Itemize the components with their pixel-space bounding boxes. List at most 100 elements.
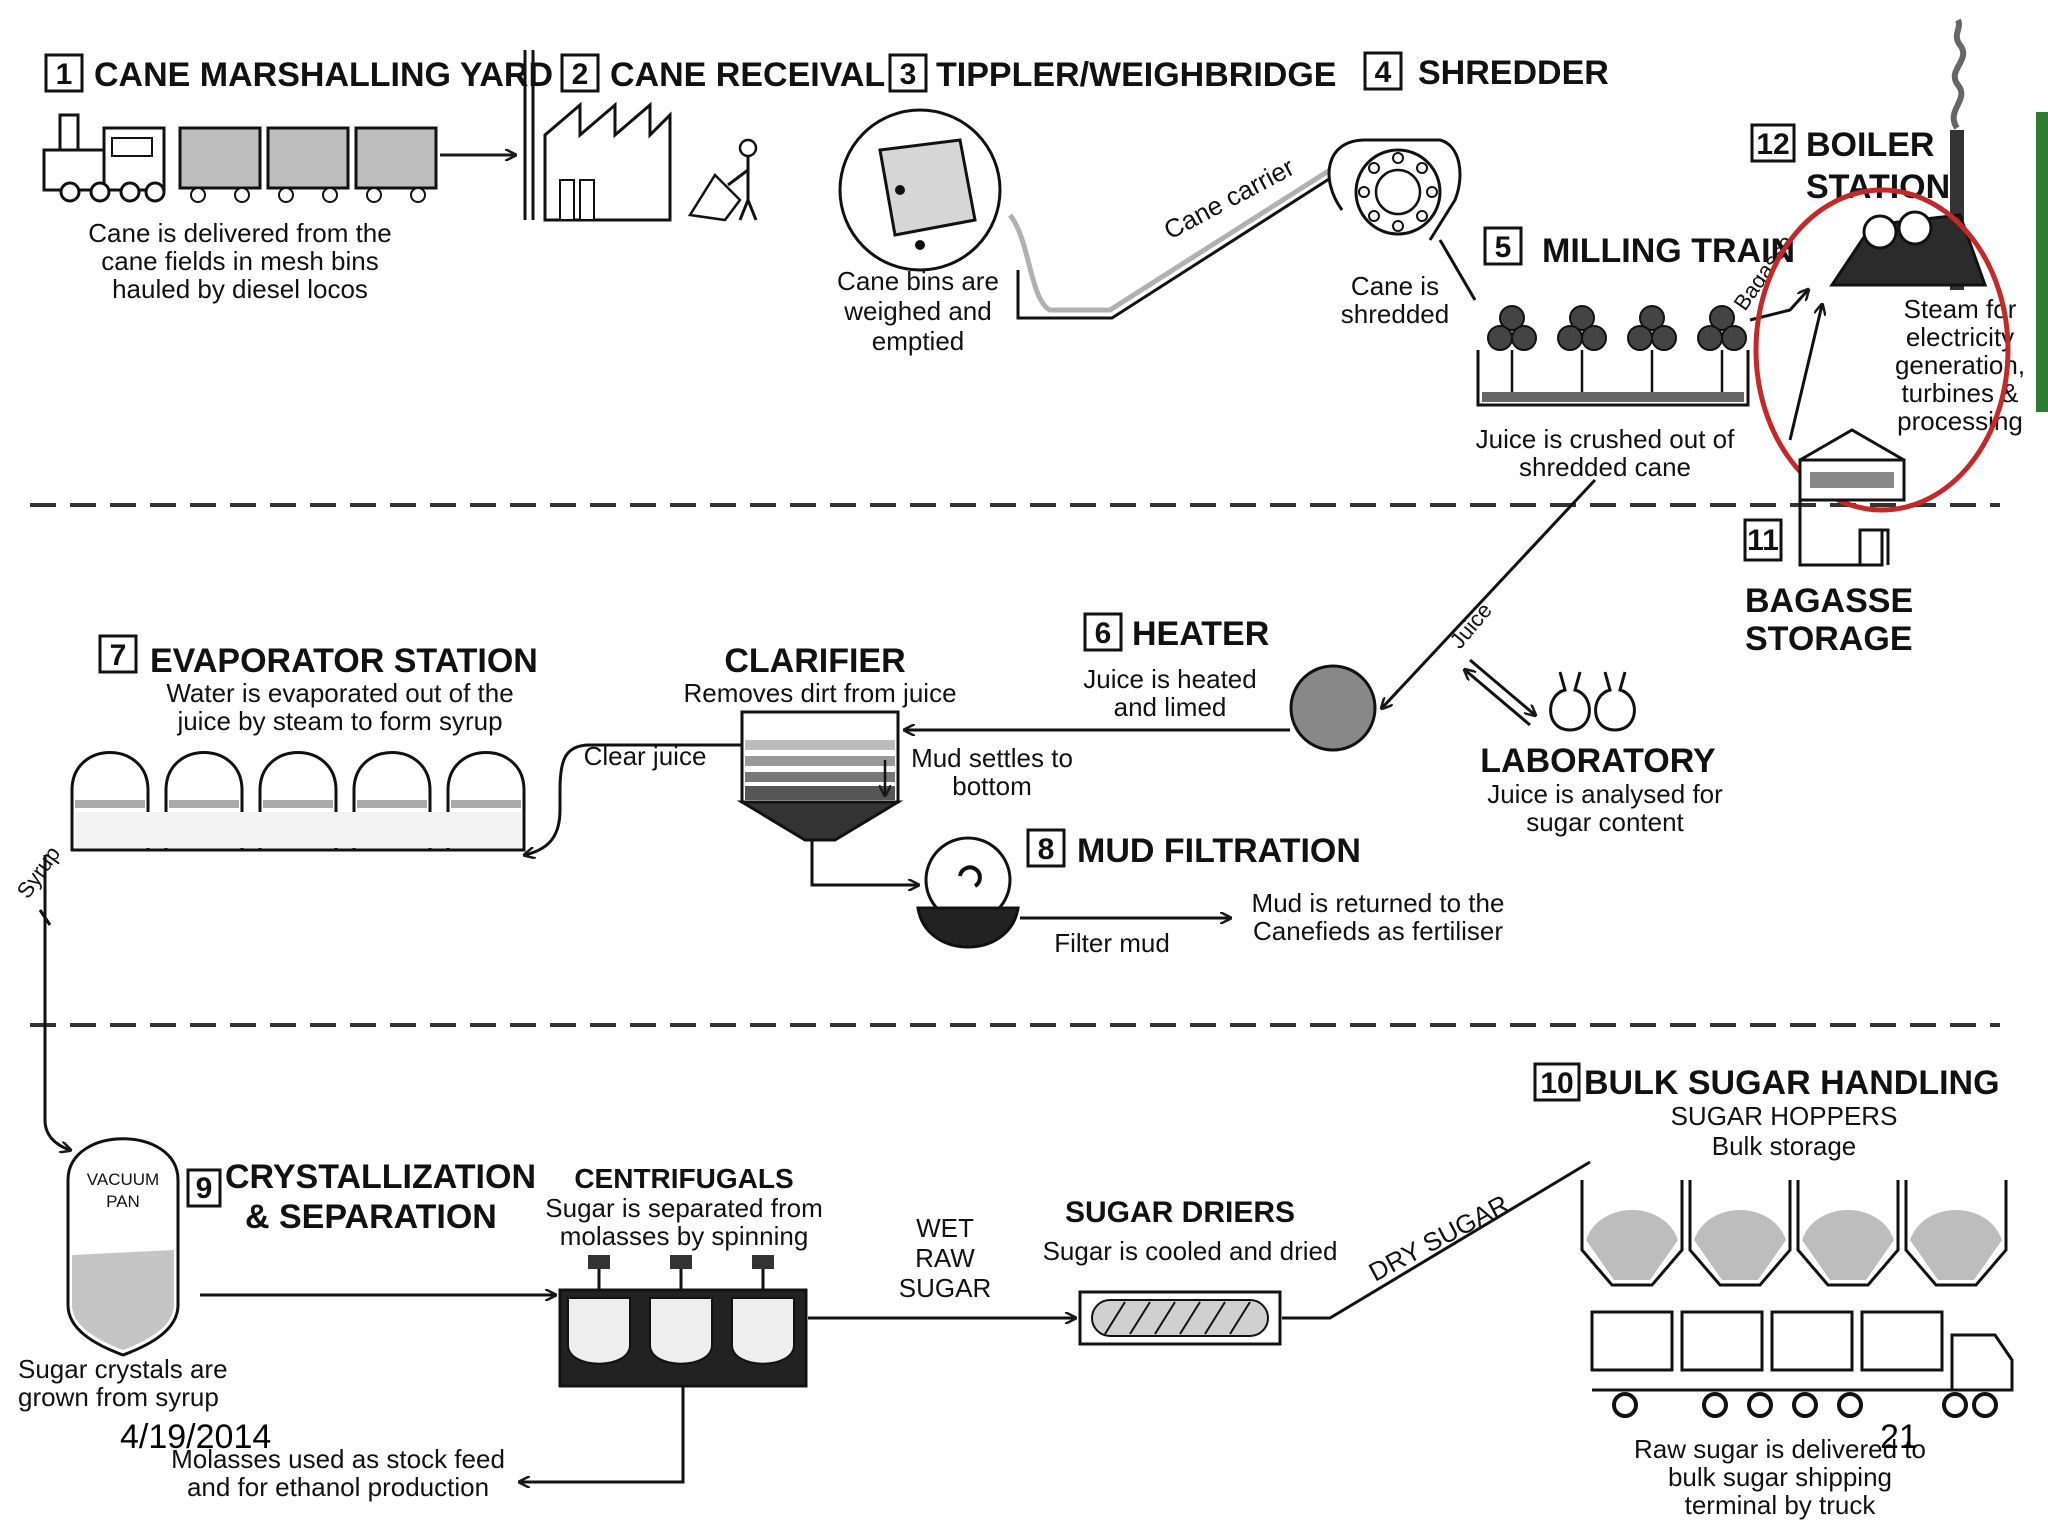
step-desc-line: Sugar crystals are bbox=[18, 1354, 228, 1384]
step-desc-line: juice by steam to form syrup bbox=[176, 706, 502, 736]
factory-icon bbox=[543, 101, 672, 222]
sugar-hoppers-icon bbox=[1580, 1180, 2008, 1287]
centrifugal-drums-icon bbox=[558, 1255, 808, 1388]
step-title: TIPPLER/WEIGHBRIDGE bbox=[936, 56, 1336, 94]
step-desc-line: emptied bbox=[872, 326, 965, 356]
vacuum-pan-icon: VACUUM PAN bbox=[66, 1137, 180, 1357]
step-number: 3 bbox=[900, 58, 917, 91]
laboratory: LABORATORY Juice is analysed for sugar c… bbox=[1480, 671, 1723, 837]
step-title: BULK SUGAR HANDLING bbox=[1584, 1064, 2000, 1102]
step-desc-line: Steam for bbox=[1904, 294, 2017, 324]
centrifugals-title: CENTRIFUGALS bbox=[574, 1163, 793, 1194]
step-number: 7 bbox=[110, 639, 127, 672]
step-title: BOILER bbox=[1806, 126, 1934, 164]
step-3-tippler-weighbridge: 3 TIPPLER/WEIGHBRIDGE Cane bins are weig… bbox=[837, 53, 1336, 356]
juice-tray-icon bbox=[1476, 350, 1750, 407]
mill-rollers-icon bbox=[1487, 305, 1747, 351]
wet-raw-sugar-label: WET bbox=[916, 1213, 974, 1243]
flask-icon bbox=[1549, 671, 1636, 732]
step-title: CRYSTALLIZATION bbox=[225, 1158, 536, 1196]
wet-raw-sugar-label: SUGAR bbox=[899, 1273, 991, 1303]
step-number: 6 bbox=[1095, 617, 1112, 650]
molasses-label: and for ethanol production bbox=[187, 1472, 489, 1502]
step-2-cane-receival: 2 CANE RECEIVAL bbox=[523, 50, 885, 222]
step-number: 11 bbox=[1747, 524, 1779, 557]
dry-sugar-label: DRY SUGAR bbox=[1364, 1189, 1514, 1288]
step-6-heater: 6 HEATER Juice is heated and limed bbox=[905, 612, 1377, 752]
rotary-drier-icon bbox=[1078, 1290, 1282, 1346]
laboratory-desc: Juice is analysed for bbox=[1487, 779, 1723, 809]
evaporator-vessels-icon bbox=[70, 751, 526, 852]
step-desc-line: weighed and bbox=[843, 296, 991, 326]
highlight-circle bbox=[1753, 187, 2011, 513]
clarifier-tank-icon bbox=[736, 710, 904, 842]
step-desc-line: shredded bbox=[1341, 299, 1449, 329]
locomotive-icon bbox=[42, 113, 166, 203]
rotary-filter-icon bbox=[916, 836, 1020, 949]
step-sub-line: Bulk storage bbox=[1712, 1131, 1857, 1161]
step-desc-line: electricity bbox=[1906, 322, 2014, 352]
centrifugals-desc: molasses by spinning bbox=[560, 1221, 809, 1251]
step-desc-line: generation, bbox=[1895, 350, 2025, 380]
shredder-icon bbox=[1327, 138, 1462, 241]
step-title: MUD FILTRATION bbox=[1077, 832, 1361, 870]
laboratory-desc: sugar content bbox=[1526, 807, 1684, 837]
step-number: 1 bbox=[56, 58, 73, 91]
vacuum-pan-label: VACUUM bbox=[87, 1170, 159, 1189]
clarifier: CLARIFIER Removes dirt from juice Clear … bbox=[525, 642, 1073, 885]
step-sub-line: SUGAR HOPPERS bbox=[1671, 1101, 1898, 1131]
cane-carrier-label: Cane carrier bbox=[1159, 151, 1300, 245]
step-desc-line: hauled by diesel locos bbox=[112, 274, 368, 304]
slide-accent-bar bbox=[2036, 112, 2048, 412]
step-desc-line: cane fields in mesh bins bbox=[101, 246, 378, 276]
step-desc-line: bulk sugar shipping bbox=[1668, 1462, 1892, 1492]
heater-vessel-icon bbox=[1289, 664, 1377, 752]
wet-raw-sugar-label: RAW bbox=[915, 1243, 975, 1273]
worker-icon bbox=[687, 138, 758, 222]
step-title: STORAGE bbox=[1745, 620, 1913, 658]
slide-page-number: 21 bbox=[1880, 1418, 1918, 1456]
step-desc-line: Canefieds as fertiliser bbox=[1253, 916, 1503, 946]
sugar-driers: SUGAR DRIERS Sugar is cooled and dried D… bbox=[1043, 1160, 1591, 1346]
syrup-flow: Syrup bbox=[12, 841, 70, 1150]
centrifugals-desc: Sugar is separated from bbox=[545, 1193, 822, 1223]
step-title: EVAPORATOR STATION bbox=[150, 642, 538, 680]
clarifier-desc: Removes dirt from juice bbox=[683, 678, 956, 708]
step-number: 2 bbox=[572, 58, 589, 91]
step-7-evaporator-station: 7 EVAPORATOR STATION Water is evaporated… bbox=[70, 634, 538, 852]
step-desc-line: processing bbox=[1897, 406, 2023, 436]
centrifugals: CENTRIFUGALS Sugar is separated from mol… bbox=[171, 1163, 1075, 1502]
vacuum-pan-label: PAN bbox=[106, 1192, 140, 1211]
step-desc-line: shredded cane bbox=[1519, 452, 1691, 482]
step-title: & SEPARATION bbox=[245, 1198, 497, 1236]
step-title: MILLING TRAIN bbox=[1542, 232, 1795, 270]
step-12-boiler-station: 12 BOILER STATION Steam for electricity … bbox=[1750, 18, 2025, 436]
step-desc-line: Juice is heated bbox=[1083, 664, 1256, 694]
step-5-milling-train: 5 MILLING TRAIN Juice is crushed out of … bbox=[1476, 226, 1795, 482]
step-desc-line: Water is evaporated out of the bbox=[166, 678, 513, 708]
boiler-icon bbox=[1829, 210, 1988, 287]
filter-mud-label: Filter mud bbox=[1054, 928, 1170, 958]
step-desc-line: and limed bbox=[1114, 692, 1227, 722]
step-title: CANE MARSHALLING YARD bbox=[94, 56, 553, 94]
mud-settles-label: bottom bbox=[952, 771, 1032, 801]
step-number: 5 bbox=[1495, 231, 1512, 264]
step-number: 8 bbox=[1038, 833, 1055, 866]
step-desc-line: Cane is delivered from the bbox=[88, 218, 391, 248]
step-desc-line: Cane is bbox=[1351, 271, 1439, 301]
step-desc-line: Cane bins are bbox=[837, 266, 999, 296]
step-desc-line: grown from syrup bbox=[18, 1382, 219, 1412]
step-title: CANE RECEIVAL bbox=[610, 56, 885, 94]
step-11-bagasse-storage: 11 BAGASSE STORAGE bbox=[1743, 428, 1913, 658]
step-desc-line: Juice is crushed out of bbox=[1476, 424, 1735, 454]
step-9-crystallization: VACUUM PAN 9 CRYSTALLIZATION & SEPARATIO… bbox=[18, 1137, 555, 1412]
step-desc-line: Mud is returned to the bbox=[1252, 888, 1505, 918]
step-title: SHREDDER bbox=[1418, 54, 1609, 92]
step-title: BAGASSE bbox=[1745, 582, 1913, 620]
step-number: 9 bbox=[196, 1172, 213, 1205]
step-title: HEATER bbox=[1132, 615, 1269, 653]
mud-settles-label: Mud settles to bbox=[911, 743, 1073, 773]
sugar-driers-desc: Sugar is cooled and dried bbox=[1043, 1236, 1338, 1266]
step-1-cane-marshalling-yard: 1 CANE MARSHALLING YARD Cane is delivere… bbox=[42, 53, 553, 304]
